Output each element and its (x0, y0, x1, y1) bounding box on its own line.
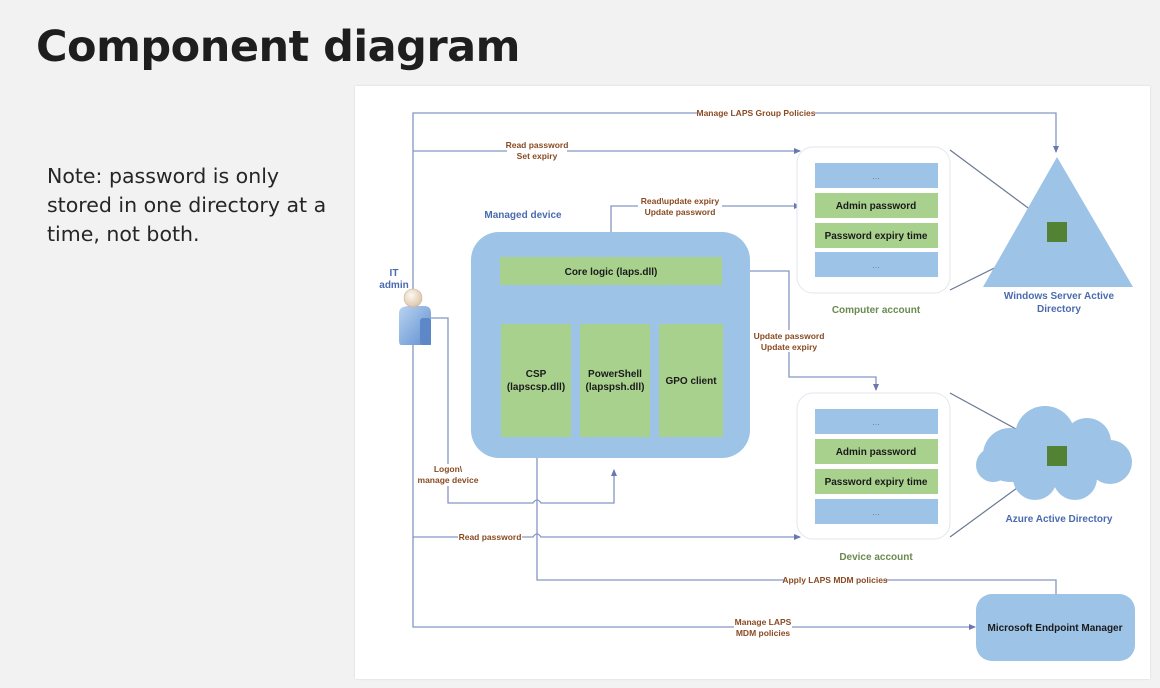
computer-account: ... Admin password Password expiry time … (796, 146, 951, 316)
component-diagram: Manage LAPS Group Policies Read password… (355, 86, 1150, 679)
svg-text:...: ... (872, 417, 880, 427)
svg-text:(lapspsh.dll): (lapspsh.dll) (586, 382, 645, 393)
label-manage-gpo: Manage LAPS Group Policies (696, 107, 816, 119)
admin-password-field (815, 439, 938, 464)
stored-object-icon (1047, 222, 1067, 242)
svg-text:...: ... (872, 507, 880, 517)
svg-text:GPO client: GPO client (665, 376, 717, 387)
svg-text:Read password: Read password (506, 140, 569, 150)
svg-text:Update password: Update password (754, 331, 825, 341)
label-read-set: Read password Set expiry (506, 140, 569, 162)
computer-account-caption: Computer account (832, 305, 921, 316)
core-logic-box[interactable]: Core logic (laps.dll) (500, 257, 722, 285)
svg-text:Azure Active Directory: Azure Active Directory (1006, 514, 1113, 525)
svg-text:Admin password: Admin password (836, 201, 917, 212)
svg-text:Read password: Read password (459, 532, 522, 542)
svg-text:Password expiry time: Password expiry time (825, 231, 928, 242)
csp-box[interactable]: CSP (lapscsp.dll) (501, 324, 571, 437)
svg-text:Admin password: Admin password (836, 447, 917, 458)
label-apply-mdm: Apply LAPS MDM policies (782, 574, 888, 586)
connector-update-password (722, 270, 879, 391)
microsoft-endpoint-manager[interactable]: Microsoft Endpoint Manager (976, 594, 1135, 661)
svg-text:Set expiry: Set expiry (517, 151, 558, 161)
gpo-client-box[interactable]: GPO client (659, 324, 723, 437)
svg-text:(lapscsp.dll): (lapscsp.dll) (507, 382, 565, 393)
svg-text:CSP: CSP (526, 369, 547, 380)
device-account: ... Admin password Password expiry time … (796, 392, 951, 563)
svg-text:Read\update expiry: Read\update expiry (641, 196, 720, 206)
svg-text:Update expiry: Update expiry (761, 342, 817, 352)
admin-password-field (815, 193, 938, 218)
managed-device: Core logic (laps.dll) CSP (lapscsp.dll) … (471, 232, 750, 458)
managed-device-title: Managed device (484, 210, 562, 221)
svg-text:Apply LAPS MDM policies: Apply LAPS MDM policies (782, 575, 888, 585)
svg-text:...: ... (872, 171, 880, 181)
user-icon (399, 288, 431, 345)
svg-text:...: ... (872, 260, 880, 270)
svg-text:Microsoft Endpoint Manager: Microsoft Endpoint Manager (988, 623, 1123, 634)
label-read-password: Read password (458, 531, 522, 543)
windows-server-ad[interactable]: Windows Server Active Directory (983, 157, 1133, 315)
password-expiry-field (815, 469, 938, 494)
powershell-box[interactable]: PowerShell (lapspsh.dll) (580, 324, 650, 437)
svg-text:Update password: Update password (645, 207, 716, 217)
svg-text:Core logic (laps.dll): Core logic (laps.dll) (565, 267, 658, 278)
svg-text:Windows Server Active: Windows Server Active (1004, 291, 1115, 302)
stored-object-icon (1047, 446, 1067, 466)
slide-note: Note: password is only stored in one dir… (47, 164, 327, 246)
svg-text:PowerShell: PowerShell (588, 369, 642, 380)
svg-text:Logon\: Logon\ (434, 464, 463, 474)
label-update-password: Update password Update expiry (752, 330, 826, 352)
svg-text:admin: admin (379, 280, 408, 291)
svg-text:manage device: manage device (418, 475, 479, 485)
slide-title: Component diagram (36, 22, 520, 72)
svg-text:IT: IT (390, 268, 399, 279)
label-manage-mdm: Manage LAPS MDM policies (734, 616, 792, 638)
azure-ad[interactable]: Azure Active Directory (976, 406, 1132, 525)
label-read-update: Read\update expiry Update password (638, 196, 722, 218)
device-account-caption: Device account (839, 552, 913, 563)
svg-text:Directory: Directory (1037, 304, 1081, 315)
it-admin-actor[interactable]: IT admin (379, 268, 431, 345)
svg-text:Manage LAPS: Manage LAPS (735, 617, 792, 627)
svg-text:Password expiry time: Password expiry time (825, 477, 928, 488)
svg-text:Manage LAPS Group Policies: Manage LAPS Group Policies (696, 108, 815, 118)
svg-text:MDM policies: MDM policies (736, 628, 791, 638)
connector-manage-mdm (412, 537, 976, 630)
password-expiry-field (815, 223, 938, 248)
label-logon: Logon\ manage device (418, 464, 479, 486)
